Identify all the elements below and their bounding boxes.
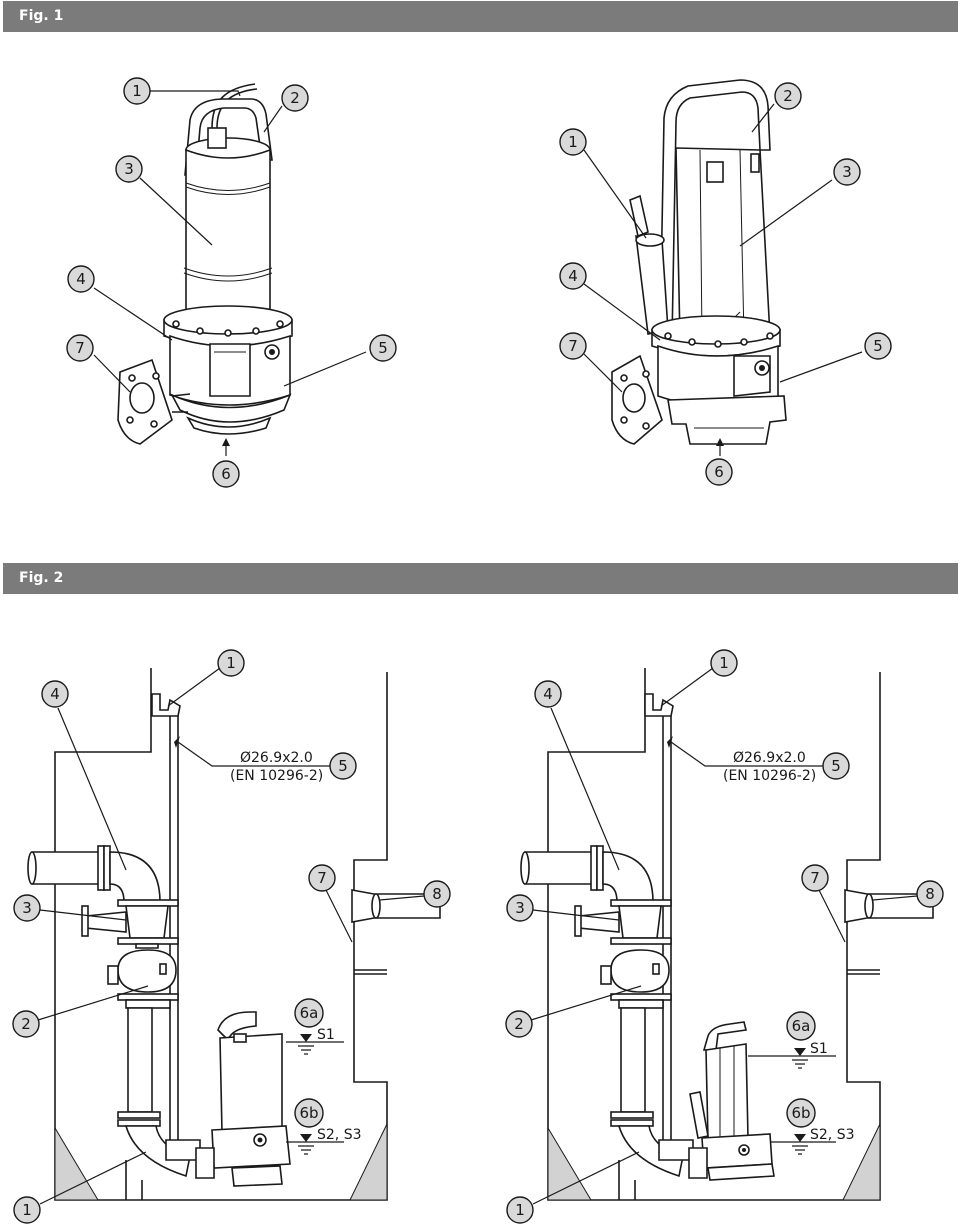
- callout: 7: [308, 864, 336, 892]
- fig2-left-callouts: 1 4 5 3 2 7 8 6a 6b 1: [12, 649, 451, 1224]
- callout: 7: [801, 864, 829, 892]
- callout: 7: [559, 332, 587, 360]
- callout: 6a: [294, 998, 324, 1028]
- motor-housing: [185, 148, 271, 332]
- svg-text:3: 3: [22, 899, 32, 917]
- level-s2-s3-label: S2, S3: [810, 1127, 855, 1143]
- riser-pipe: [620, 1007, 646, 1113]
- figure-1-header: Fig. 1: [3, 1, 958, 32]
- svg-text:1: 1: [719, 654, 729, 672]
- svg-text:3: 3: [842, 163, 852, 181]
- callout: 7: [66, 334, 94, 362]
- callout: 6a: [786, 1011, 816, 1041]
- callout: 1: [559, 128, 587, 156]
- callout: 2: [505, 1010, 533, 1038]
- callout: 5: [864, 332, 892, 360]
- svg-text:1: 1: [568, 133, 578, 151]
- svg-text:6a: 6a: [300, 1004, 319, 1022]
- svg-text:1: 1: [22, 1201, 32, 1219]
- callout: 6: [705, 458, 733, 486]
- svg-text:2: 2: [783, 87, 793, 105]
- svg-text:6a: 6a: [792, 1017, 811, 1035]
- callout: 4: [559, 262, 587, 290]
- svg-text:2: 2: [514, 1015, 524, 1033]
- riser-pipe: [127, 1007, 153, 1113]
- svg-text:5: 5: [378, 339, 388, 357]
- level-s1-label: S1: [810, 1041, 828, 1057]
- svg-text:2: 2: [290, 89, 300, 107]
- pipe-spec-line1: Ø26.9x2.0: [240, 750, 313, 766]
- svg-text:4: 4: [543, 685, 553, 703]
- svg-text:7: 7: [75, 339, 85, 357]
- fig2-right-callouts: 1 4 5 3 2 7 8 6a 6b 1: [505, 649, 944, 1224]
- svg-text:3: 3: [515, 899, 525, 917]
- callout: 4: [41, 680, 69, 708]
- guide-pipe: [662, 714, 672, 1140]
- svg-text:6b: 6b: [299, 1104, 318, 1122]
- cable: [211, 83, 256, 129]
- svg-text:1: 1: [226, 654, 236, 672]
- pipe-spec-line2: (EN 10296-2): [230, 768, 323, 784]
- callout: 2: [774, 82, 802, 110]
- callout: 4: [534, 680, 562, 708]
- svg-text:5: 5: [873, 337, 883, 355]
- callout: 1: [217, 649, 245, 677]
- fig1-left-callouts: 1 2 3 4 5 6 7: [66, 77, 397, 488]
- svg-text:1: 1: [515, 1201, 525, 1219]
- svg-text:4: 4: [50, 685, 60, 703]
- callout: 2: [12, 1010, 40, 1038]
- level-s2-s3-label: S2, S3: [317, 1127, 362, 1143]
- callout: 1: [506, 1196, 534, 1224]
- callout: 3: [115, 155, 143, 183]
- svg-text:7: 7: [810, 869, 820, 887]
- fig1-pump-angular: [611, 79, 787, 456]
- figure-2-header: Fig. 2: [3, 563, 958, 594]
- svg-text:8: 8: [925, 885, 935, 903]
- svg-text:5: 5: [831, 757, 841, 775]
- callout: 5: [822, 752, 850, 780]
- callout: 3: [13, 894, 41, 922]
- callout: 6b: [294, 1098, 324, 1128]
- callout: 5: [369, 334, 397, 362]
- callout: 4: [67, 265, 95, 293]
- svg-text:4: 4: [568, 267, 578, 285]
- svg-text:8: 8: [432, 885, 442, 903]
- callout: 6b: [786, 1098, 816, 1128]
- callout: 1: [710, 649, 738, 677]
- callout: 2: [281, 84, 309, 112]
- pipe-spec-line2: (EN 10296-2): [723, 768, 816, 784]
- callout: 5: [329, 752, 357, 780]
- callout: 1: [123, 77, 151, 105]
- fig1-right-callouts: 1 2 3 4 5 6 7: [559, 82, 892, 486]
- svg-text:4: 4: [76, 270, 86, 288]
- callout: 8: [423, 880, 451, 908]
- callout: 6: [212, 460, 240, 488]
- svg-text:1: 1: [132, 82, 142, 100]
- fig1-pump-round: [117, 83, 293, 456]
- pump: [705, 1043, 749, 1141]
- svg-text:7: 7: [568, 337, 578, 355]
- callout: 1: [13, 1196, 41, 1224]
- level-s1-label: S1: [317, 1027, 335, 1043]
- svg-text:7: 7: [317, 869, 327, 887]
- callout: 3: [833, 158, 861, 186]
- pump: [219, 1033, 283, 1133]
- fig2-left-installation: S1 S2, S3 Ø26.9x2.0 (EN 10296-2): [27, 667, 441, 1205]
- pipe-spec-line1: Ø26.9x2.0: [733, 750, 806, 766]
- svg-text:6: 6: [221, 465, 231, 483]
- callout: 8: [916, 880, 944, 908]
- svg-text:6: 6: [714, 463, 724, 481]
- callout: 3: [506, 894, 534, 922]
- fig2-right-installation: S1 S2, S3 Ø26.9x2.0 (EN 10296-2): [520, 667, 934, 1205]
- svg-text:3: 3: [124, 160, 134, 178]
- svg-text:5: 5: [338, 757, 348, 775]
- svg-text:6b: 6b: [791, 1104, 810, 1122]
- svg-text:2: 2: [21, 1015, 31, 1033]
- fig1-leaders: [93, 90, 863, 393]
- guide-pipe: [169, 714, 179, 1140]
